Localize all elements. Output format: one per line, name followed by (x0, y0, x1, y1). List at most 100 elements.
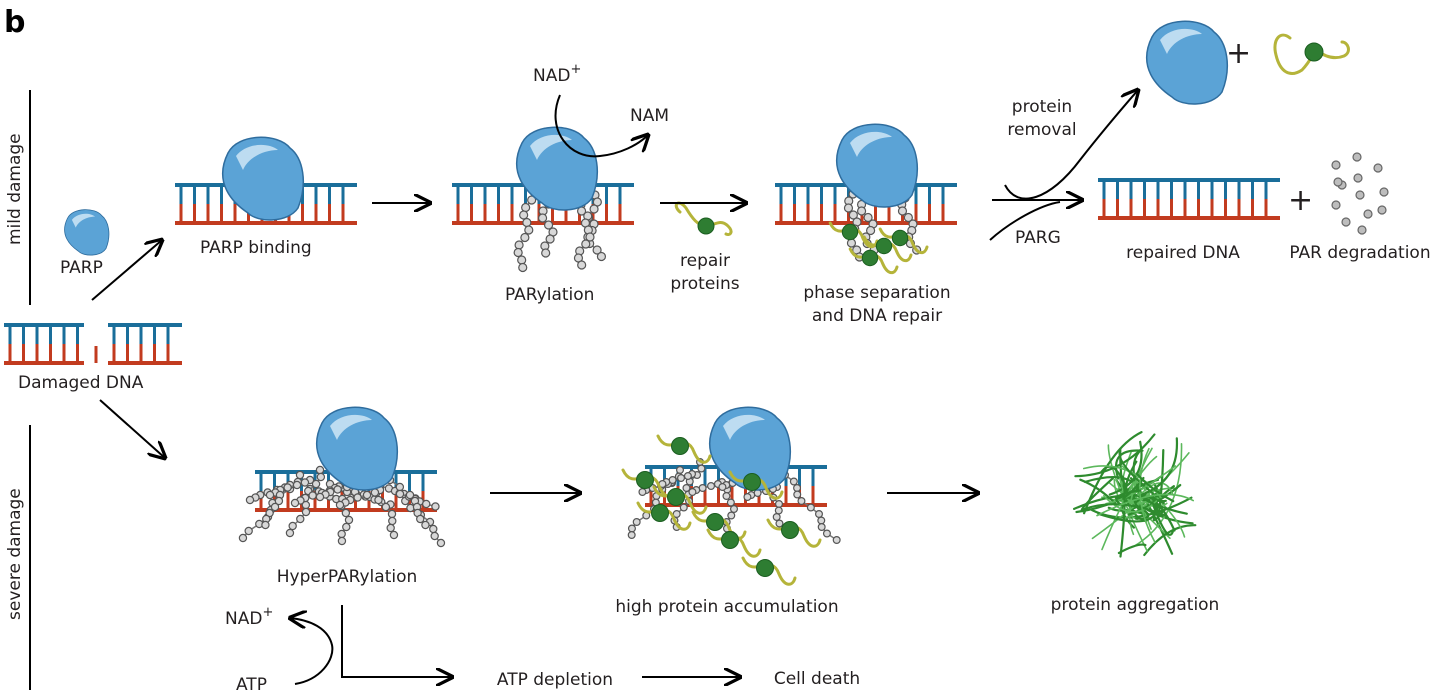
parp-protein-free (64, 209, 110, 256)
phase-separation-label-line1: phase separation (803, 283, 950, 303)
repair-protein-ball (671, 437, 689, 455)
par-fragment-dot (1373, 163, 1383, 173)
parp-protein-released (1145, 20, 1229, 105)
par-bead (386, 523, 395, 533)
par-bead (817, 522, 826, 531)
par-bead (707, 482, 716, 491)
repair-proteins-label-line1: repair (680, 251, 730, 271)
par-bead (822, 529, 831, 538)
par-bead (300, 478, 310, 487)
par-bead (308, 491, 317, 500)
repair-protein-ball (636, 471, 654, 489)
par-bead (520, 232, 530, 243)
par-fragment-dot (1353, 173, 1363, 183)
par-bead (718, 483, 727, 492)
par-bead (395, 489, 405, 499)
par-bead (422, 499, 431, 509)
par-bead (524, 225, 534, 235)
par-fragment-dot (1331, 160, 1341, 170)
aggregate-fiber (1101, 455, 1158, 551)
par-bead (238, 533, 248, 543)
repair-protein-ball (841, 223, 859, 241)
repair-proteins-accumulation-cluster (621, 434, 822, 586)
par-bead (577, 260, 587, 270)
par-bead (387, 509, 397, 519)
repair-protein-string (728, 470, 784, 500)
par-bead (333, 485, 342, 494)
par-bead (405, 490, 415, 500)
par-bead (697, 464, 706, 473)
par-bead (285, 528, 295, 538)
par-bead (537, 213, 548, 223)
repair-protein-string (656, 434, 712, 464)
par-bead (337, 529, 346, 539)
par-bead (518, 262, 528, 273)
par-bead (353, 493, 362, 502)
par-bead (436, 538, 446, 548)
protein-aggregate (1073, 431, 1197, 558)
par-bead (283, 483, 292, 492)
parp-protein-hyper (315, 406, 399, 491)
nad-label-bottom: NAD+ (225, 605, 273, 629)
par-bead (679, 503, 688, 512)
parg-label: PARG (1015, 228, 1061, 248)
par-bead (897, 206, 908, 216)
parp-protein-parylation (515, 126, 599, 211)
parp-protein-phase (835, 123, 919, 208)
par-bead (677, 474, 686, 483)
aggregate-fiber (1143, 524, 1197, 557)
par-bead (726, 498, 735, 507)
hyperparylation-label: HyperPARylation (277, 567, 418, 587)
repair-protein-string (706, 528, 762, 558)
par-bead (832, 535, 841, 544)
par-bead (388, 516, 397, 526)
par-bead (632, 517, 641, 526)
par-bead (519, 210, 529, 220)
repair-protein-ball (667, 488, 685, 506)
atp-label: ATP (236, 675, 267, 695)
par-fragment-dot (1333, 177, 1343, 187)
repair-protein-string (766, 518, 822, 548)
par-bead (729, 505, 738, 514)
aggregate-fiber (1083, 431, 1143, 515)
phase-separation-label-line2: and DNA repair (812, 306, 942, 326)
par-bead (541, 248, 551, 258)
par-bead (856, 206, 867, 216)
par-bead (290, 498, 300, 508)
nad-label-top: NAD+ (533, 62, 581, 86)
par-bead (344, 515, 354, 525)
repair-protein-ball (651, 504, 669, 522)
par-bead (865, 225, 876, 236)
repair-protein-string (878, 227, 929, 255)
arrow-to-parp-binding (91, 240, 162, 301)
protein-removal-label-line1: protein (1012, 97, 1072, 117)
par-bead (429, 524, 438, 534)
par-bead (362, 490, 372, 500)
plus-sign-top: + (1226, 36, 1251, 71)
par-fragment-dot (1331, 200, 1341, 210)
repair-protein-string (741, 556, 797, 586)
par-chains-hyper (238, 465, 446, 548)
par-bead (727, 511, 736, 520)
high-protein-accumulation-label: high protein accumulation (615, 597, 838, 617)
nad-to-nam-arrow (554, 94, 648, 158)
aggregate-fiber (1151, 501, 1174, 536)
par-bead (521, 202, 531, 213)
par-bead (585, 232, 595, 242)
repair-protein-string (636, 501, 692, 531)
repair-protein-string (691, 510, 747, 540)
par-bead (421, 520, 430, 530)
par-bead (342, 522, 351, 532)
parp-protein-accumulation (708, 406, 792, 491)
par-bead (581, 239, 591, 249)
par-bead (797, 497, 806, 506)
par-bead (698, 484, 707, 493)
aggregate-fiber (1103, 495, 1158, 513)
aggregate-fiber (1139, 437, 1178, 497)
par-bead (806, 503, 815, 512)
par-bead (627, 530, 636, 539)
repair-protein-string (652, 485, 708, 515)
par-bead (817, 516, 826, 525)
repair-protein-string (848, 247, 899, 275)
damaged-dna-label: Damaged DNA (18, 373, 144, 393)
